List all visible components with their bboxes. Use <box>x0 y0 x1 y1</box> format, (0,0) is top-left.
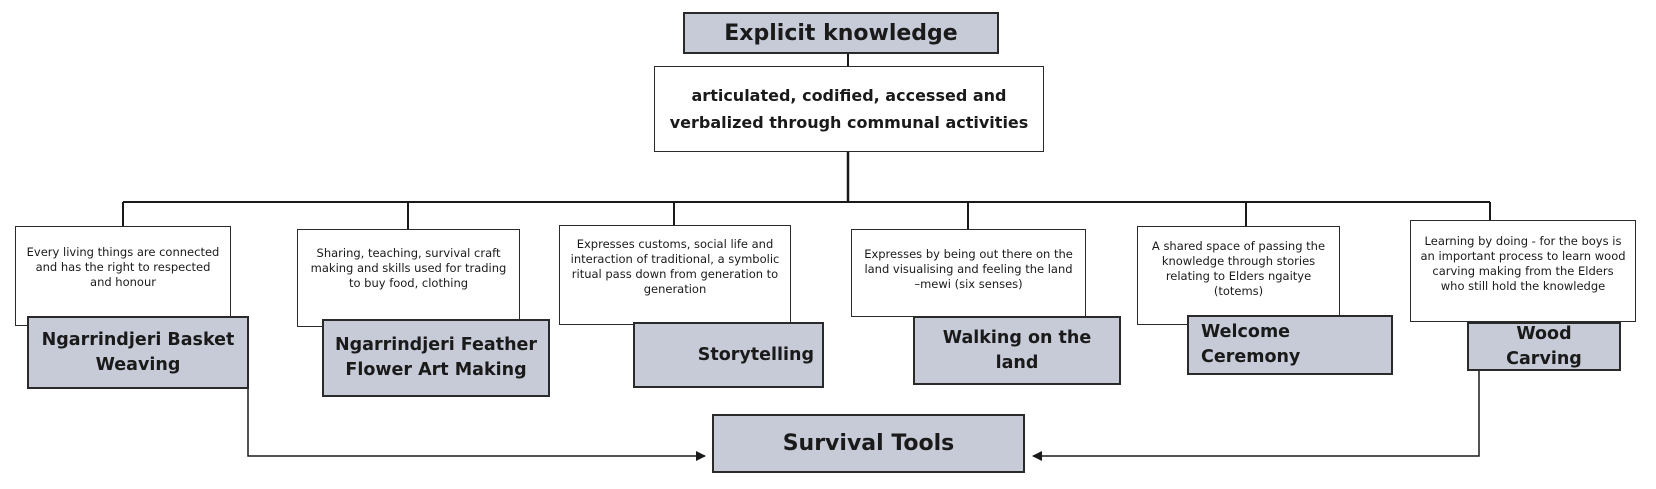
activity-description-6: Learning by doing - for the boys is an i… <box>1410 220 1636 322</box>
activity-label-5: Welcome Ceremony <box>1187 315 1393 375</box>
activity-description-4: Expresses by being out there on the land… <box>851 229 1086 317</box>
activity-label-3: Storytelling <box>633 322 824 388</box>
activity-label-6: Wood Carving <box>1467 322 1621 371</box>
explicit-knowledge-title: Explicit knowledge <box>683 12 999 54</box>
left-arrow-line <box>247 389 706 461</box>
activity-label-2: Ngarrindjeri Feather Flower Art Making <box>322 319 550 397</box>
activity-label-1: Ngarrindjeri Basket Weaving <box>27 316 249 389</box>
activity-label-4: Walking on the land <box>913 316 1121 385</box>
subtitle-box: articulated, codified, accessed and verb… <box>654 66 1044 152</box>
activity-description-3: Expresses customs, social life and inter… <box>559 225 791 325</box>
activity-description-2: Sharing, teaching, survival craft making… <box>297 229 520 327</box>
survival-tools-box: Survival Tools <box>712 414 1025 473</box>
activity-description-1: Every living things are connected and ha… <box>15 226 231 326</box>
activity-description-5: A shared space of passing the knowledge … <box>1137 226 1340 325</box>
right-arrow-line <box>1032 371 1480 461</box>
